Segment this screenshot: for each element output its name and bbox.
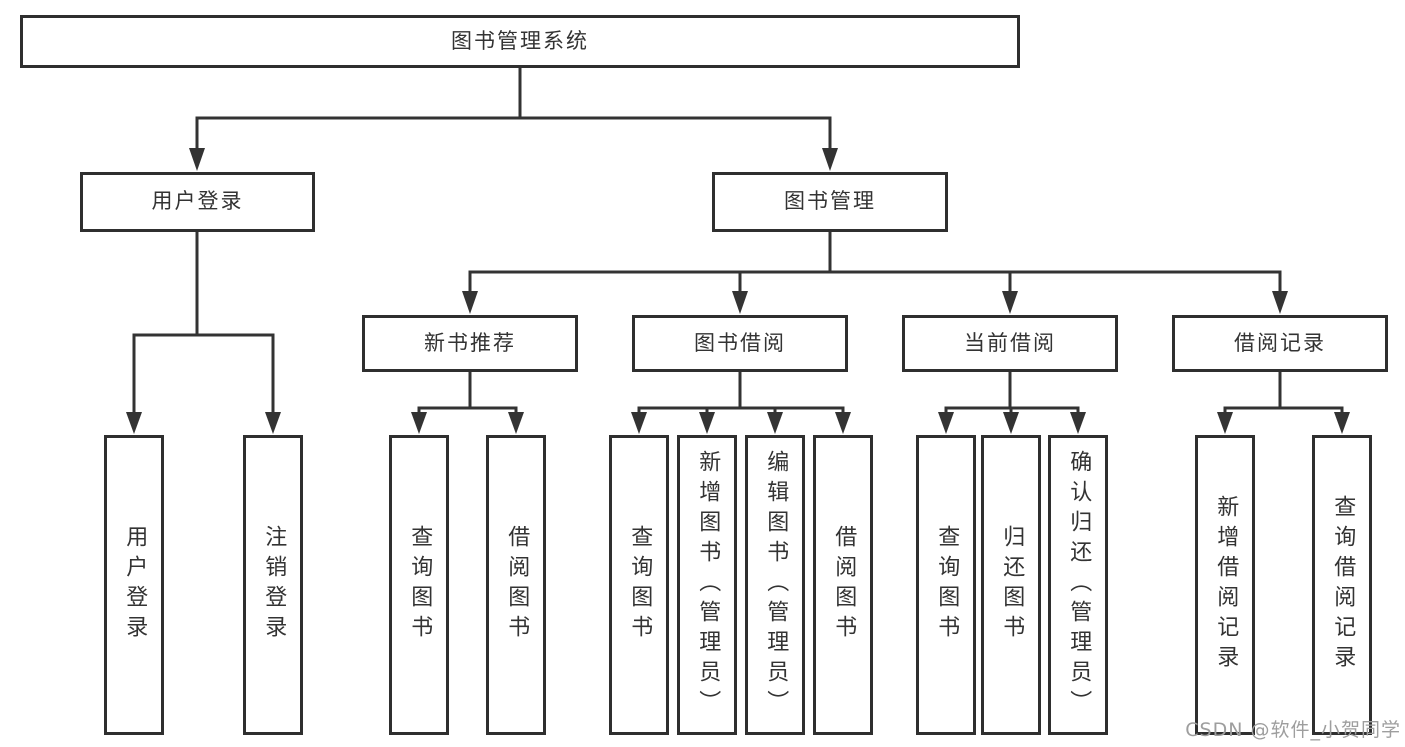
node-new-book-recommend: 新书推荐 xyxy=(362,315,578,372)
leaf-query-book-recommend: 查询图书 xyxy=(389,435,449,735)
leaf-add-book-admin: 新增图书（管理员） xyxy=(677,435,737,735)
leaf-user-login: 用户登录 xyxy=(104,435,164,735)
leaf-confirm-return-admin: 确认归还（管理员） xyxy=(1048,435,1108,735)
node-book-borrow: 图书借阅 xyxy=(632,315,848,372)
leaf-return-book: 归还图书 xyxy=(981,435,1041,735)
node-current-borrow: 当前借阅 xyxy=(902,315,1118,372)
leaf-query-book-borrow: 查询图书 xyxy=(609,435,669,735)
leaf-logout-login: 注销登录 xyxy=(243,435,303,735)
leaf-query-book-current: 查询图书 xyxy=(916,435,976,735)
node-borrow-records: 借阅记录 xyxy=(1172,315,1388,372)
node-book-management: 图书管理 xyxy=(712,172,948,232)
leaf-query-borrow-record: 查询借阅记录 xyxy=(1312,435,1372,735)
node-user-login: 用户登录 xyxy=(80,172,315,232)
node-root-system: 图书管理系统 xyxy=(20,15,1020,68)
watermark: CSDN @软件_小贺同学 xyxy=(1185,719,1401,741)
leaf-borrow-book-recommend: 借阅图书 xyxy=(486,435,546,735)
leaf-edit-book-admin: 编辑图书（管理员） xyxy=(745,435,805,735)
leaf-borrow-book: 借阅图书 xyxy=(813,435,873,735)
leaf-add-borrow-record: 新增借阅记录 xyxy=(1195,435,1255,735)
